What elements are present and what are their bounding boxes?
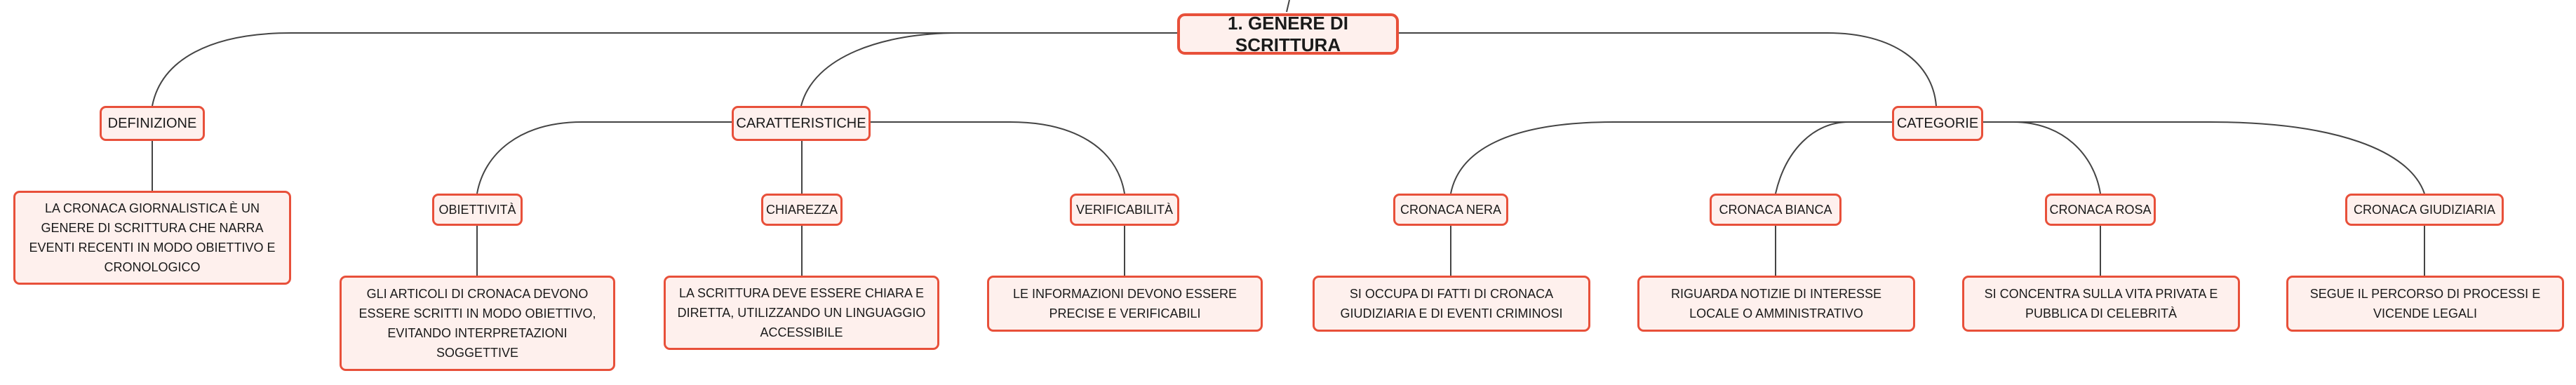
topic-cronaca-bianca[interactable]: CRONACA BIANCA	[1710, 194, 1842, 226]
leaf-cronaca-bianca[interactable]: RIGUARDA NOTIZIE DI INTERESSE LOCALE O A…	[1637, 276, 1915, 332]
link-root-categorie	[1397, 32, 1937, 107]
link-root-definizione	[152, 32, 1183, 107]
topic-chiarezza[interactable]: CHIAREZZA	[761, 194, 843, 226]
leaf-cronaca-giudiziaria[interactable]: SEGUE IL PERCORSO DI PROCESSI E VICENDE …	[2286, 276, 2564, 332]
link-cat-giudiziaria	[1982, 121, 2425, 194]
leaf-chiarezza[interactable]: LA SCRITTURA DEVE ESSERE CHIARA E DIRETT…	[664, 276, 939, 350]
leaf-cronaca-rosa[interactable]: SI CONCENTRA SULLA VITA PRIVATA E PUBBLI…	[1962, 276, 2240, 332]
topic-caratteristiche[interactable]: CARATTERISTICHE	[732, 106, 871, 141]
root-topic[interactable]: 1. GENERE DI SCRITTURA	[1177, 13, 1399, 55]
link-car-obiettivita	[476, 121, 733, 194]
root-stub-line	[1286, 0, 1290, 13]
topic-cronaca-rosa[interactable]: CRONACA ROSA	[2045, 194, 2156, 226]
link-root-caratteristiche	[800, 32, 1183, 107]
topic-cronaca-nera[interactable]: CRONACA NERA	[1393, 194, 1508, 226]
leaf-verificabilita[interactable]: LE INFORMAZIONI DEVONO ESSERE PRECISE E …	[987, 276, 1263, 332]
link-car-verificabilita	[868, 121, 1125, 194]
leaf-obiettivita[interactable]: GLI ARTICOLI DI CRONACA DEVONO ESSERE SC…	[340, 276, 615, 371]
link-cat-bianca	[1775, 121, 1892, 194]
topic-obiettivita[interactable]: OBIETTIVITÀ	[432, 194, 523, 226]
link-cat-nera	[1450, 121, 1892, 194]
topic-categorie[interactable]: CATEGORIE	[1892, 106, 1983, 141]
link-cat-rosa	[1982, 121, 2101, 194]
topic-cronaca-giudiziaria[interactable]: CRONACA GIUDIZIARIA	[2345, 194, 2504, 226]
leaf-cronaca-nera[interactable]: SI OCCUPA DI FATTI DI CRONACA GIUDIZIARI…	[1313, 276, 1590, 332]
topic-definizione[interactable]: DEFINIZIONE	[100, 106, 205, 141]
topic-verificabilita[interactable]: VERIFICABILITÀ	[1070, 194, 1179, 226]
leaf-definizione[interactable]: LA CRONACA GIORNALISTICA È UN GENERE DI …	[13, 191, 291, 285]
